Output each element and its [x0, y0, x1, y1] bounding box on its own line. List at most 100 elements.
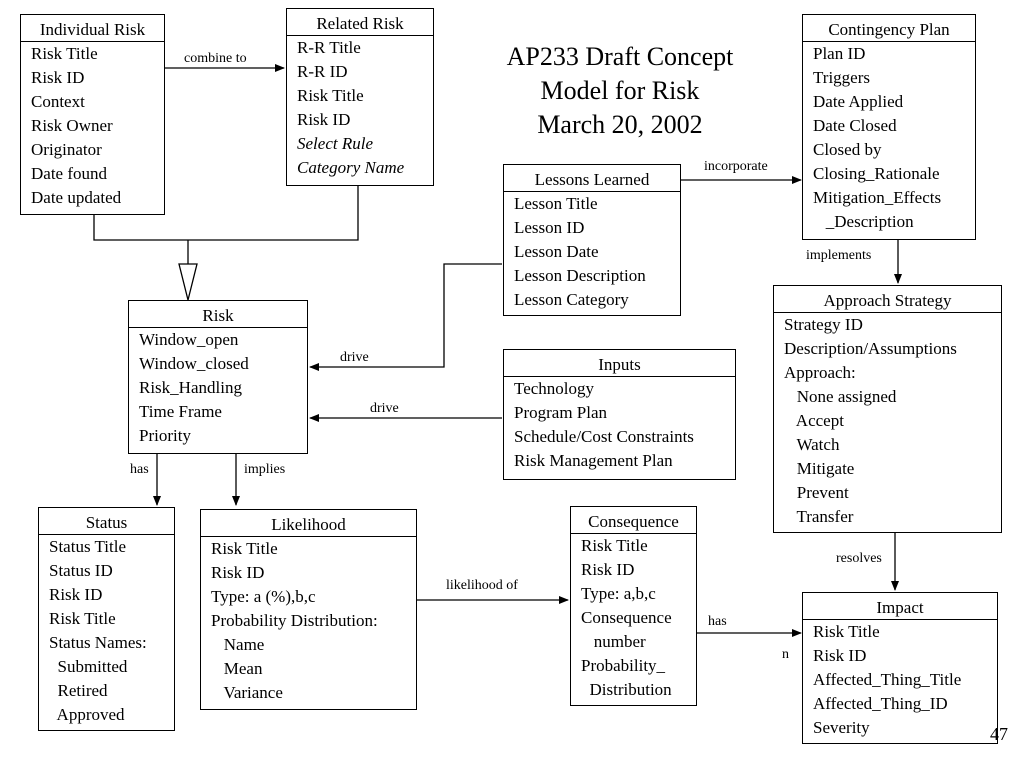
- attribute-item: Probability Distribution:: [211, 611, 378, 630]
- entity-name: Consequence: [571, 507, 696, 534]
- attribute-item: Risk Title: [297, 86, 364, 105]
- attribute-item: Type: a (%),b,c: [211, 587, 316, 606]
- entity-name: Individual Risk: [21, 15, 164, 42]
- attribute-item: Status ID: [49, 561, 113, 580]
- attribute-item: Triggers: [813, 68, 870, 87]
- entity-name: Inputs: [504, 350, 735, 377]
- attribute-item: Risk ID: [49, 585, 103, 604]
- attribute-item: Plan ID: [813, 44, 866, 63]
- attribute-item: Time Frame: [139, 402, 222, 421]
- attribute-item: Status Names:: [49, 633, 147, 652]
- page-number: 47: [990, 724, 1008, 744]
- attribute-item: Lesson ID: [514, 218, 585, 237]
- label-resolves: resolves: [836, 551, 882, 566]
- attribute-item: Risk Title: [813, 622, 880, 641]
- attribute-item: Closing_Rationale: [813, 164, 940, 183]
- attribute-item: Submitted: [49, 657, 128, 676]
- label-multiplicity-n: n: [782, 647, 789, 662]
- attribute-item: Approved: [49, 705, 125, 724]
- diagram-title: AP233 Draft Concept Model for Risk March…: [470, 40, 770, 142]
- entity-name: Status: [39, 508, 174, 535]
- label-combine-to: combine to: [184, 51, 247, 66]
- attribute-item: Context: [31, 92, 85, 111]
- attribute-item: Risk Title: [49, 609, 116, 628]
- attribute-item: Risk ID: [813, 646, 867, 665]
- entity-name: Contingency Plan: [803, 15, 975, 42]
- attribute-item: Select Rule: [297, 134, 373, 153]
- label-implements: implements: [806, 248, 872, 263]
- drive-arrow-lessons: [309, 263, 502, 371]
- generalization-line-related: [188, 186, 359, 241]
- attribute-item: _Description: [813, 212, 914, 231]
- attribute-item: Distribution: [581, 680, 672, 699]
- attribute-item: None assigned: [784, 387, 897, 406]
- attribute-item: Approach:: [784, 363, 856, 382]
- attribute-item: Lesson Date: [514, 242, 599, 261]
- label-incorporate: incorporate: [704, 159, 768, 174]
- attribute-item: R-R Title: [297, 38, 361, 57]
- attribute-item: Risk Management Plan: [514, 451, 673, 470]
- attribute-item: R-R ID: [297, 62, 348, 81]
- attribute-item: Window_open: [139, 330, 239, 349]
- attribute-item: Date Closed: [813, 116, 897, 135]
- attribute-item: Schedule/Cost Constraints: [514, 427, 694, 446]
- attribute-item: Date updated: [31, 188, 122, 207]
- attribute-item: Mean: [211, 659, 263, 678]
- title-line-2: Model for Risk: [540, 76, 700, 105]
- generalization-triangle-icon: [178, 263, 198, 301]
- attribute-item: Transfer: [784, 507, 854, 526]
- attribute-item: Originator: [31, 140, 102, 159]
- attribute-item: Window_closed: [139, 354, 249, 373]
- label-drive-inputs: drive: [370, 401, 399, 416]
- attribute-item: Risk Title: [31, 44, 98, 63]
- attribute-item: Severity: [813, 718, 870, 737]
- attribute-item: number: [581, 632, 646, 651]
- attribute-item: Lesson Category: [514, 290, 629, 309]
- attribute-item: Prevent: [784, 483, 849, 502]
- attribute-item: Date found: [31, 164, 108, 183]
- attribute-item: Lesson Title: [514, 194, 598, 213]
- attribute-item: Risk Owner: [31, 116, 113, 135]
- label-has-impact: has: [708, 614, 727, 629]
- generalization-line-individual: [93, 215, 188, 241]
- attribute-item: Strategy ID: [784, 315, 863, 334]
- entity-name: Risk: [129, 301, 307, 328]
- attribute-item: Risk Title: [581, 536, 648, 555]
- attribute-item: Consequence: [581, 608, 672, 627]
- label-likelihood-of: likelihood of: [446, 578, 518, 593]
- attribute-item: Risk Title: [211, 539, 278, 558]
- attribute-item: Type: a,b,c: [581, 584, 656, 603]
- attribute-item: Mitigate: [784, 459, 855, 478]
- entity-name: Lessons Learned: [504, 165, 680, 192]
- attribute-item: Affected_Thing_Title: [813, 670, 962, 689]
- attribute-item: Accept: [784, 411, 844, 430]
- label-drive-lessons: drive: [340, 350, 369, 365]
- title-line-3: March 20, 2002: [537, 110, 703, 139]
- attribute-item: Program Plan: [514, 403, 608, 422]
- label-implies: implies: [244, 462, 286, 477]
- attribute-item: Description/Assumptions: [784, 339, 957, 358]
- attribute-item: Watch: [784, 435, 840, 454]
- entity-name: Impact: [803, 593, 997, 620]
- attribute-item: Priority: [139, 426, 191, 445]
- attribute-item: Mitigation_Effects: [813, 188, 942, 207]
- entity-name: Likelihood: [201, 510, 416, 537]
